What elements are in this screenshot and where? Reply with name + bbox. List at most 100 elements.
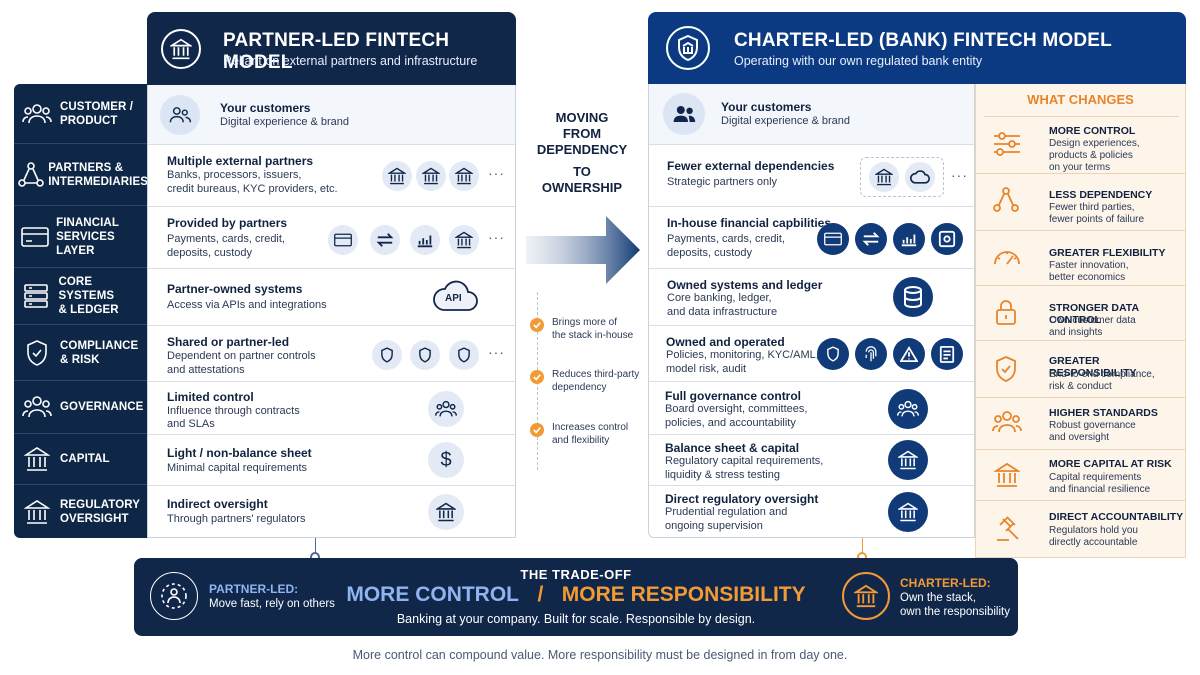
row-sub: Regulatory capital requirements, [665,455,824,467]
bank-icon [842,572,890,620]
bullet-text: Brings more of [552,317,618,328]
row-sub: Through partners' regulators [167,513,306,525]
charter-row-financial: In-house financial capbilities Payments,… [649,207,974,269]
bank-icon [14,499,60,525]
change-sub: and insights [1049,327,1103,338]
row-sub: policies, and accountability [665,417,796,429]
row-title: Owned systems and ledger [667,278,823,292]
change-sub: products & policies [1049,150,1133,161]
tradeoff-heading: THE TRADE-OFF [520,567,632,582]
checklist-icon [931,338,963,370]
change-item: STRONGER DATA CONTROL Own customer data … [976,286,1185,341]
group-icon [428,391,464,427]
row-sub: and data infrastructure [667,306,778,318]
charter-led-label: CHARTER-LED: [900,576,991,590]
row-title: Indirect oversight [167,497,268,511]
row-sub: Core banking, ledger, [667,292,772,304]
users-icon [160,95,200,135]
change-item: DIRECT ACCOUNTABILITY Regulators hold yo… [976,501,1185,558]
shield-check-icon [994,355,1018,383]
what-changes-panel: WHAT CHANGES MORE CONTROL Design experie… [975,84,1186,558]
bullet-text: and flexibility [552,435,610,446]
more-responsibility-text: MORE RESPONSIBILITY [561,583,806,606]
row-title: Light / non-balance sheet [167,446,312,460]
change-sub: directly accountable [1049,537,1138,548]
change-title: MORE CONTROL [1049,125,1136,137]
bank-icon [888,492,928,532]
bank-icon [382,161,412,191]
more-control-text: MORE CONTROL [346,583,520,606]
bank-icon [428,494,464,530]
change-title: DIRECT ACCOUNTABILITY [1049,511,1184,523]
group-icon [992,410,1022,434]
divider [984,116,1179,117]
row-title: Balance sheet & capital [665,441,800,455]
database-icon [893,277,933,317]
row-sub: Policies, monitoring, KYC/AML, [666,349,819,361]
change-item: HIGHER STANDARDS Robust governance and o… [976,398,1185,450]
bank-icon [449,225,479,255]
gauge-icon [992,244,1022,268]
layer-customer-product: CUSTOMER /PRODUCT [14,84,148,144]
transfer-icon [370,225,400,255]
sliders-icon [992,131,1022,157]
charter-led-sub: Own the stack, [900,592,977,604]
shield-icon [14,339,60,367]
row-sub: and attestations [167,364,245,376]
row-sub: deposits, custody [667,247,752,259]
change-sub: Regulators hold you [1049,525,1138,536]
layer-label-line1: CUSTOMER / [60,100,133,113]
partner-row-regulatory: Indirect oversight Through partners' reg… [148,486,515,538]
bank-icon [14,446,60,472]
layer-capital: CAPITAL [14,434,148,485]
charter-row-governance: Full governance control Board oversight,… [649,382,974,435]
charter-row-compliance: Owned and operated Policies, monitoring,… [649,326,974,382]
layer-label-line1: CORE SYSTEMS [58,276,115,302]
transfer-icon [855,223,887,255]
cloud-api-icon: API [432,278,478,318]
row-sub: credit bureaus, KYC providers, etc. [167,183,338,195]
partner-model-body: Your customers Digital experience & bran… [147,85,516,538]
layer-label-line2: & RISK [60,353,100,366]
row-sub: ongoing supervision [665,520,763,532]
slash-text: / [537,583,544,606]
transition-line: FROM [562,126,602,141]
charter-model-body: Your customers Digital experience & bran… [648,84,975,538]
change-sub: better economics [1049,272,1126,283]
card-icon [328,225,358,255]
row-sub: Payments, cards, credit, [667,233,785,245]
warning-icon [893,338,925,370]
row-sub: and SLAs [167,418,215,430]
shield-icon [817,338,849,370]
charter-model-subtitle: Operating with our own regulated bank en… [734,54,983,68]
card-icon [14,226,56,248]
users-icon [663,93,705,135]
layer-label-line1: FINANCIAL [56,216,119,229]
layer-partners: PARTNERS &INTERMEDIARIES [14,144,148,206]
card-icon [817,223,849,255]
more-ellipsis: ··· [488,229,505,245]
partner-model-header: PARTNER-LED FINTECH MODEL Reliant on ext… [147,12,516,85]
network-icon [14,161,48,189]
cloud-icon [905,162,935,192]
charter-row-core: Owned systems and ledger Core banking, l… [649,269,974,326]
row-sub: Banks, processors, issuers, [167,169,302,181]
server-icon [14,283,58,309]
change-sub: Robust governance [1049,420,1136,431]
row-sub: Influence through contracts [167,405,300,417]
partner-model-title: PARTNER-LED FINTECH MODEL [223,30,450,73]
layer-label-column: CUSTOMER /PRODUCT PARTNERS &INTERMEDIARI… [14,84,148,538]
change-item: MORE CAPITAL AT RISK Capital requirement… [976,450,1185,501]
partner-led-label: PARTNER-LED: [209,582,299,596]
partner-row-capital: Light / non-balance sheet Minimal capita… [148,435,515,486]
shield-icon [372,340,402,370]
layer-label-line1: PARTNERS & [48,161,124,174]
bullet-text: dependency [552,382,607,393]
partner-people-icon [150,572,198,620]
row-sub: Payments, cards, credit, [167,233,285,245]
shield-icon [449,340,479,370]
change-sub: Fewer third parties, [1049,202,1135,213]
change-sub: End-to-end compliance, [1049,369,1155,380]
group-icon [14,395,60,419]
transition-arrow [526,214,642,286]
